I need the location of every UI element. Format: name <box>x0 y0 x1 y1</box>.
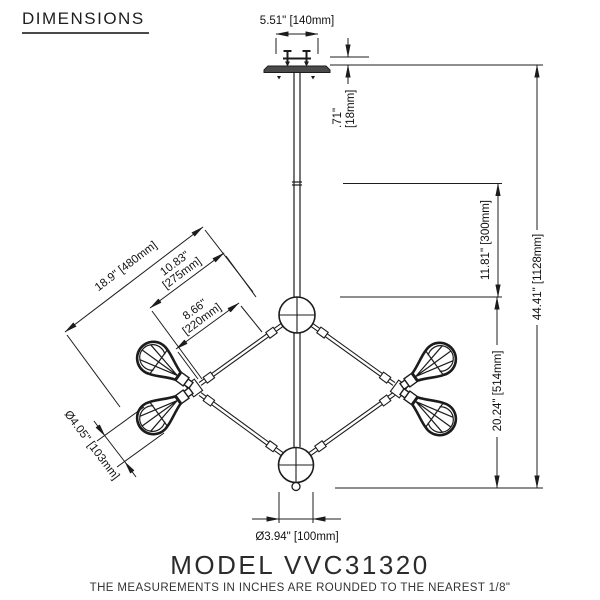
downrod <box>292 73 302 447</box>
dim-overall-height: 44.41" [1128mm] <box>532 64 544 489</box>
bottom-sphere <box>277 446 315 492</box>
dim-label-upper-rod: 11.81" [300mm] <box>480 200 492 280</box>
page-title: DIMENSIONS <box>22 9 149 34</box>
model-number: MODEL VVC31320 <box>170 550 430 580</box>
dim-upper-rod: 11.81" [300mm] <box>340 182 502 298</box>
dim-sphere-diameter: Ø3.94" [100mm] <box>252 492 341 543</box>
dim-spread: 18.9" [480mm] <box>64 226 254 408</box>
ceiling-canopy <box>263 50 331 80</box>
dim-label-sphere-diameter: Ø3.94" [100mm] <box>255 531 338 543</box>
dim-label-canopy-height-mm: [18mm] <box>345 90 357 128</box>
top-sphere <box>278 296 316 334</box>
dim-canopy-height: .71" [18mm] <box>330 38 543 128</box>
dim-label-overall-height: 44.41" [1128mm] <box>532 234 544 320</box>
arms <box>184 323 409 456</box>
dim-body-height: 20.24" [514mm] <box>335 296 543 489</box>
dim-label-canopy-height-in: .71" <box>332 108 344 128</box>
dim-canopy-width: 5.51" [140mm] <box>260 15 334 54</box>
dim-arm-inner: 8.66" [220mm] <box>175 297 263 380</box>
dim-label-body-height: 20.24" [514mm] <box>492 351 504 432</box>
measurement-note: THE MEASUREMENTS IN INCHES ARE ROUNDED T… <box>89 582 511 594</box>
dim-label-canopy-width: 5.51" [140mm] <box>260 15 334 27</box>
